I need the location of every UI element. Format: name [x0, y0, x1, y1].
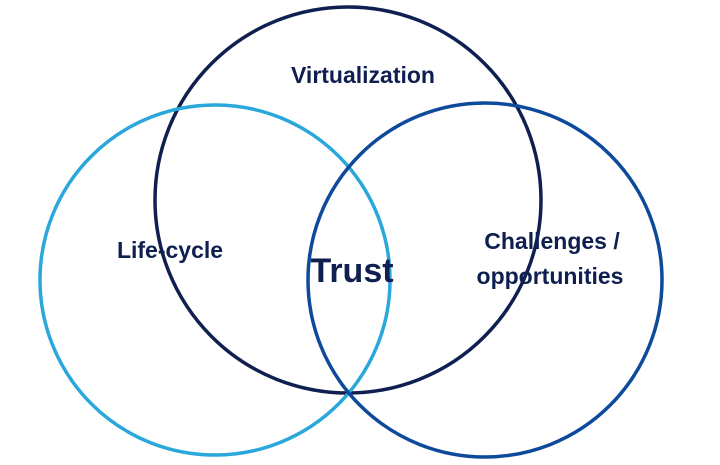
circle-life-cycle [38, 103, 392, 457]
label-life-cycle: Life-cycle [117, 237, 223, 263]
circle-challenges [306, 101, 664, 459]
label-challenges-line-1: Challenges / [484, 228, 620, 254]
label-virtualization: Virtualization [291, 62, 435, 88]
label-trust: Trust [310, 252, 393, 290]
label-challenges-line-2: opportunities [477, 263, 624, 289]
